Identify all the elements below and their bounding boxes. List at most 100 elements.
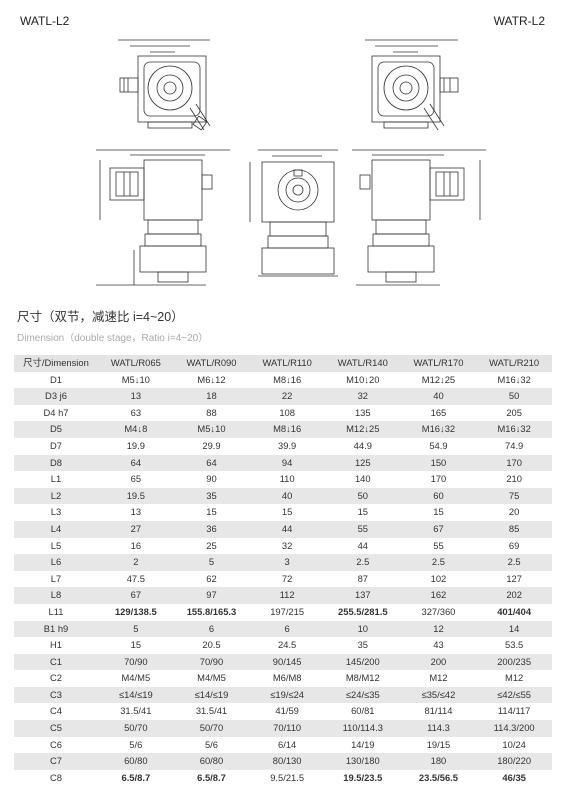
table-cell: 60/81 [351,705,375,717]
table-cell: 15 [206,506,217,518]
table-cell: 197/215 [270,605,305,617]
header-r065: WATL/R065 [98,355,174,372]
table-cell: 155.8/165.3 [186,605,237,617]
table-cell: 60 [400,487,477,505]
table-cell: ≤14/≤19 [173,686,250,704]
table-header-row: 尺寸/Dimension WATL/R065 WATL/R090 WATL/R1… [14,355,552,372]
table-cell: 60/80 [173,753,250,770]
table-cell: 85 [476,520,552,538]
table-cell: 102 [430,572,447,584]
table-cell: 75 [476,487,552,505]
table-cell: M8↓16 [249,421,325,438]
row-label: L2 [14,487,98,505]
technical-drawings [96,39,486,286]
row-label: D5 [14,421,98,438]
table-cell: 5 [173,554,250,571]
table-cell: 19.5/23.5 [343,771,383,783]
table-cell: 31.5/41 [195,705,228,717]
row-label: D1 [50,373,62,385]
table-cell: 41/59 [275,705,299,717]
table-cell: 162 [400,587,477,604]
watl-l2-label: WATL-L2 [20,14,70,28]
table-cell: 6 [249,620,325,638]
section-title-cn: 尺寸（双节，减速比 i=4~20） [17,310,184,324]
table-cell: 63 [130,406,142,418]
table-cell: 125 [324,454,401,472]
table-cell: 44.9 [353,439,372,451]
row-label: C3 [14,686,98,704]
table-cell: 200 [400,653,477,671]
header-r170: WATL/R170 [400,355,477,372]
table-cell: 6.5/8.7 [197,771,226,783]
table-cell: 47.5 [126,572,145,584]
table-cell: 24.5 [278,639,297,651]
table-cell: 35 [173,487,250,505]
table-cell: 6/14 [278,738,297,750]
table-cell: 64 [98,454,174,472]
row-label: C1 [14,653,98,671]
header-r090: WATL/R090 [173,355,250,372]
row-label: B1 h9 [14,620,98,638]
row-label: H1 [50,639,62,651]
row-label: C5 [14,720,98,737]
row-label: C8 [50,771,62,783]
row-label: C6 [50,738,62,750]
table-cell: 127 [506,572,522,584]
table-cell: 88 [206,406,217,418]
table-cell: 130/180 [324,753,401,770]
table-cell: 6 [173,620,250,638]
table-cell: 90 [206,473,217,485]
table-cell: 165 [430,406,447,418]
watr-l2-label: WATR-L2 [493,14,545,28]
dimension-table: 尺寸/Dimension WATL/R065 WATL/R090 WATL/R1… [14,355,552,786]
table-cell: M16↓32 [476,421,552,438]
table-row: C3≤14/≤19≤14/≤19≤19/≤24≤24/≤35≤35/≤42≤42… [14,686,552,704]
table-cell: M12 [429,672,448,684]
table-cell: 69 [508,539,520,551]
row-label: L6 [14,554,98,571]
table-cell: 23.5/56.5 [418,771,458,783]
table-cell: 205 [506,406,522,418]
center-side-view-drawing [249,149,338,277]
table-cell: 200/235 [476,653,552,671]
row-label: C2 [50,672,62,684]
table-cell: 90/145 [249,653,325,671]
table-cell: 74.9 [505,439,524,451]
table-cell: M4↓8 [98,421,174,438]
table-cell: M10↓20 [346,373,380,385]
table-cell: 5 [98,620,174,638]
row-label: L7 [50,572,62,584]
table-cell: 14 [476,620,552,638]
table-cell: 35 [357,639,369,651]
table-cell: 36 [173,520,250,538]
header-r140: WATL/R140 [324,355,401,372]
table-cell: 180 [400,753,477,770]
table-cell: 13 [98,388,174,405]
table-cell: 19.5 [98,487,174,505]
table-cell: 2.5 [400,554,477,571]
table-cell: 2.5 [324,554,401,571]
row-label: L3 [50,506,62,518]
table-cell: 67 [98,587,174,604]
row-label: L11 [48,605,64,617]
table-cell: 70/90 [98,653,174,671]
table-cell: 80/130 [249,753,325,770]
table-cell: M4/M5 [197,672,226,684]
table-cell: M16↓32 [400,421,477,438]
table-cell: 13 [130,506,142,518]
table-cell: 46/35 [502,771,526,783]
table-cell: 44 [357,539,369,551]
table-cell: 20.5 [202,639,221,651]
table-cell: 31.5/41 [120,705,152,717]
